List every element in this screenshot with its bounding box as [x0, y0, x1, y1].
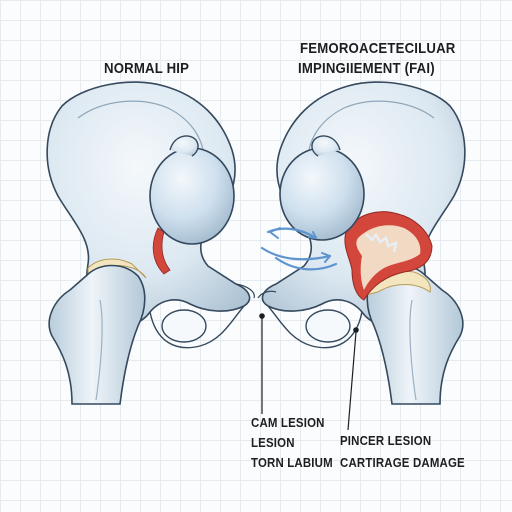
label-lesion: LESION — [251, 435, 295, 450]
label-torn-labium: TORN LABIUM — [251, 455, 333, 470]
fai-hip — [257, 81, 466, 405]
left-obturator-foramen — [161, 309, 207, 343]
normal-hip — [46, 81, 255, 405]
right-obturator-foramen — [305, 309, 351, 343]
left-head-neck — [169, 135, 199, 157]
leader-lines — [259, 313, 359, 431]
title-fai-line1: FEMOROACETECILUAR — [300, 40, 456, 57]
title-fai-line2: IMPINGIIEMENT (FAI) — [298, 60, 435, 77]
left-femoral-head — [149, 147, 235, 245]
left-labrum — [152, 227, 171, 275]
label-cartilage-damage: CARTIRAGE DAMAGE — [340, 455, 465, 470]
left-femur — [48, 264, 146, 405]
right-head-neck — [311, 135, 341, 157]
leader-pincer-lesion — [347, 331, 357, 431]
title-normal-hip: NORMAL HIP — [104, 60, 190, 77]
label-cam-lesion: CAM LESION — [251, 415, 325, 430]
label-pincer-lesion: PINCER LESION — [340, 433, 432, 448]
right-femoral-head — [279, 147, 365, 241]
impingement-arrows — [260, 227, 338, 271]
